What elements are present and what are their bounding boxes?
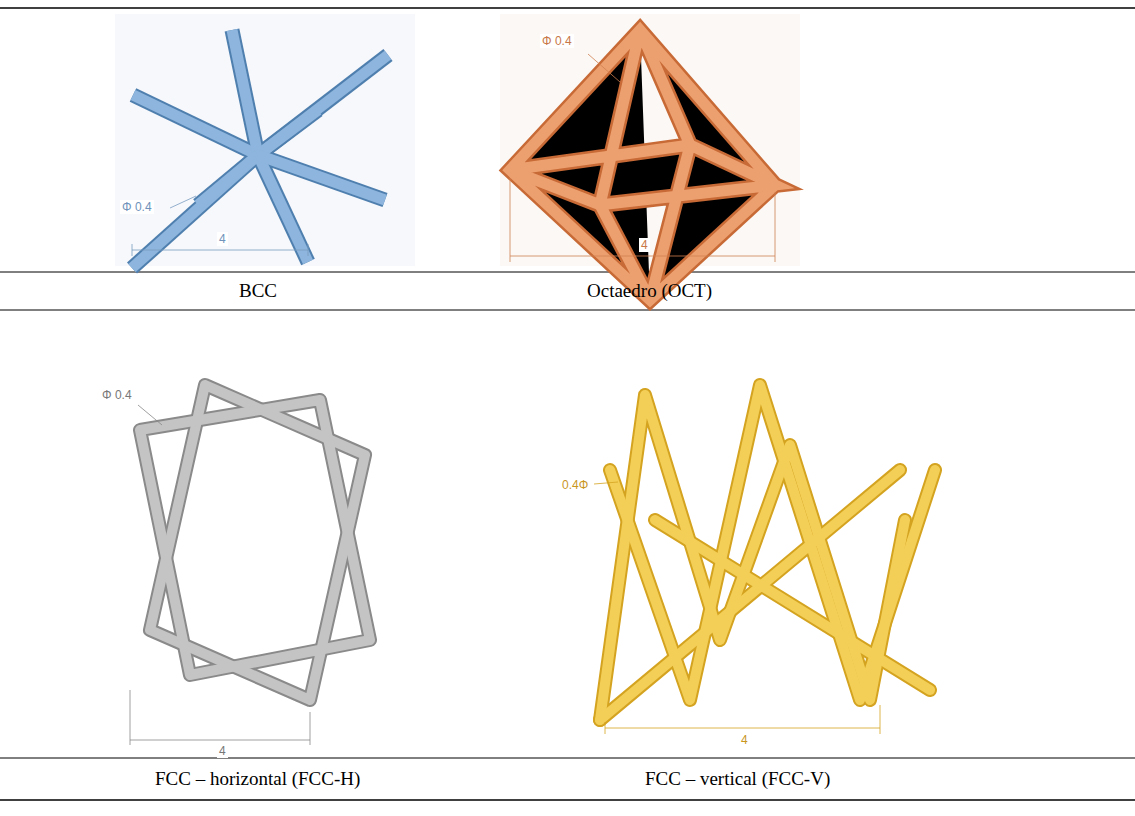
dimension-label: 4 [639, 238, 650, 252]
caption: BCC [239, 280, 277, 302]
dimension-label: 4 [217, 744, 228, 758]
caption: FCC – horizontal (FCC-H) [155, 768, 360, 790]
dimension-label: Φ 0.4 [120, 200, 154, 214]
dimension-label: 0.4Φ [560, 478, 590, 492]
caption: FCC – vertical (FCC-V) [645, 768, 830, 790]
dimension-label: Φ 0.4 [540, 34, 574, 48]
dimension-label: 4 [739, 733, 750, 747]
bcc-lattice [132, 30, 388, 268]
fcc-horizontal-lattice [140, 385, 370, 700]
fcc-vertical-lattice [600, 385, 935, 720]
octahedron-lattice [510, 30, 775, 300]
dimension-label: 4 [217, 232, 228, 246]
table-rules [0, 8, 1135, 800]
caption: Octaedro (OCT) [587, 280, 712, 302]
dimension-label: Φ 0.4 [100, 388, 134, 402]
